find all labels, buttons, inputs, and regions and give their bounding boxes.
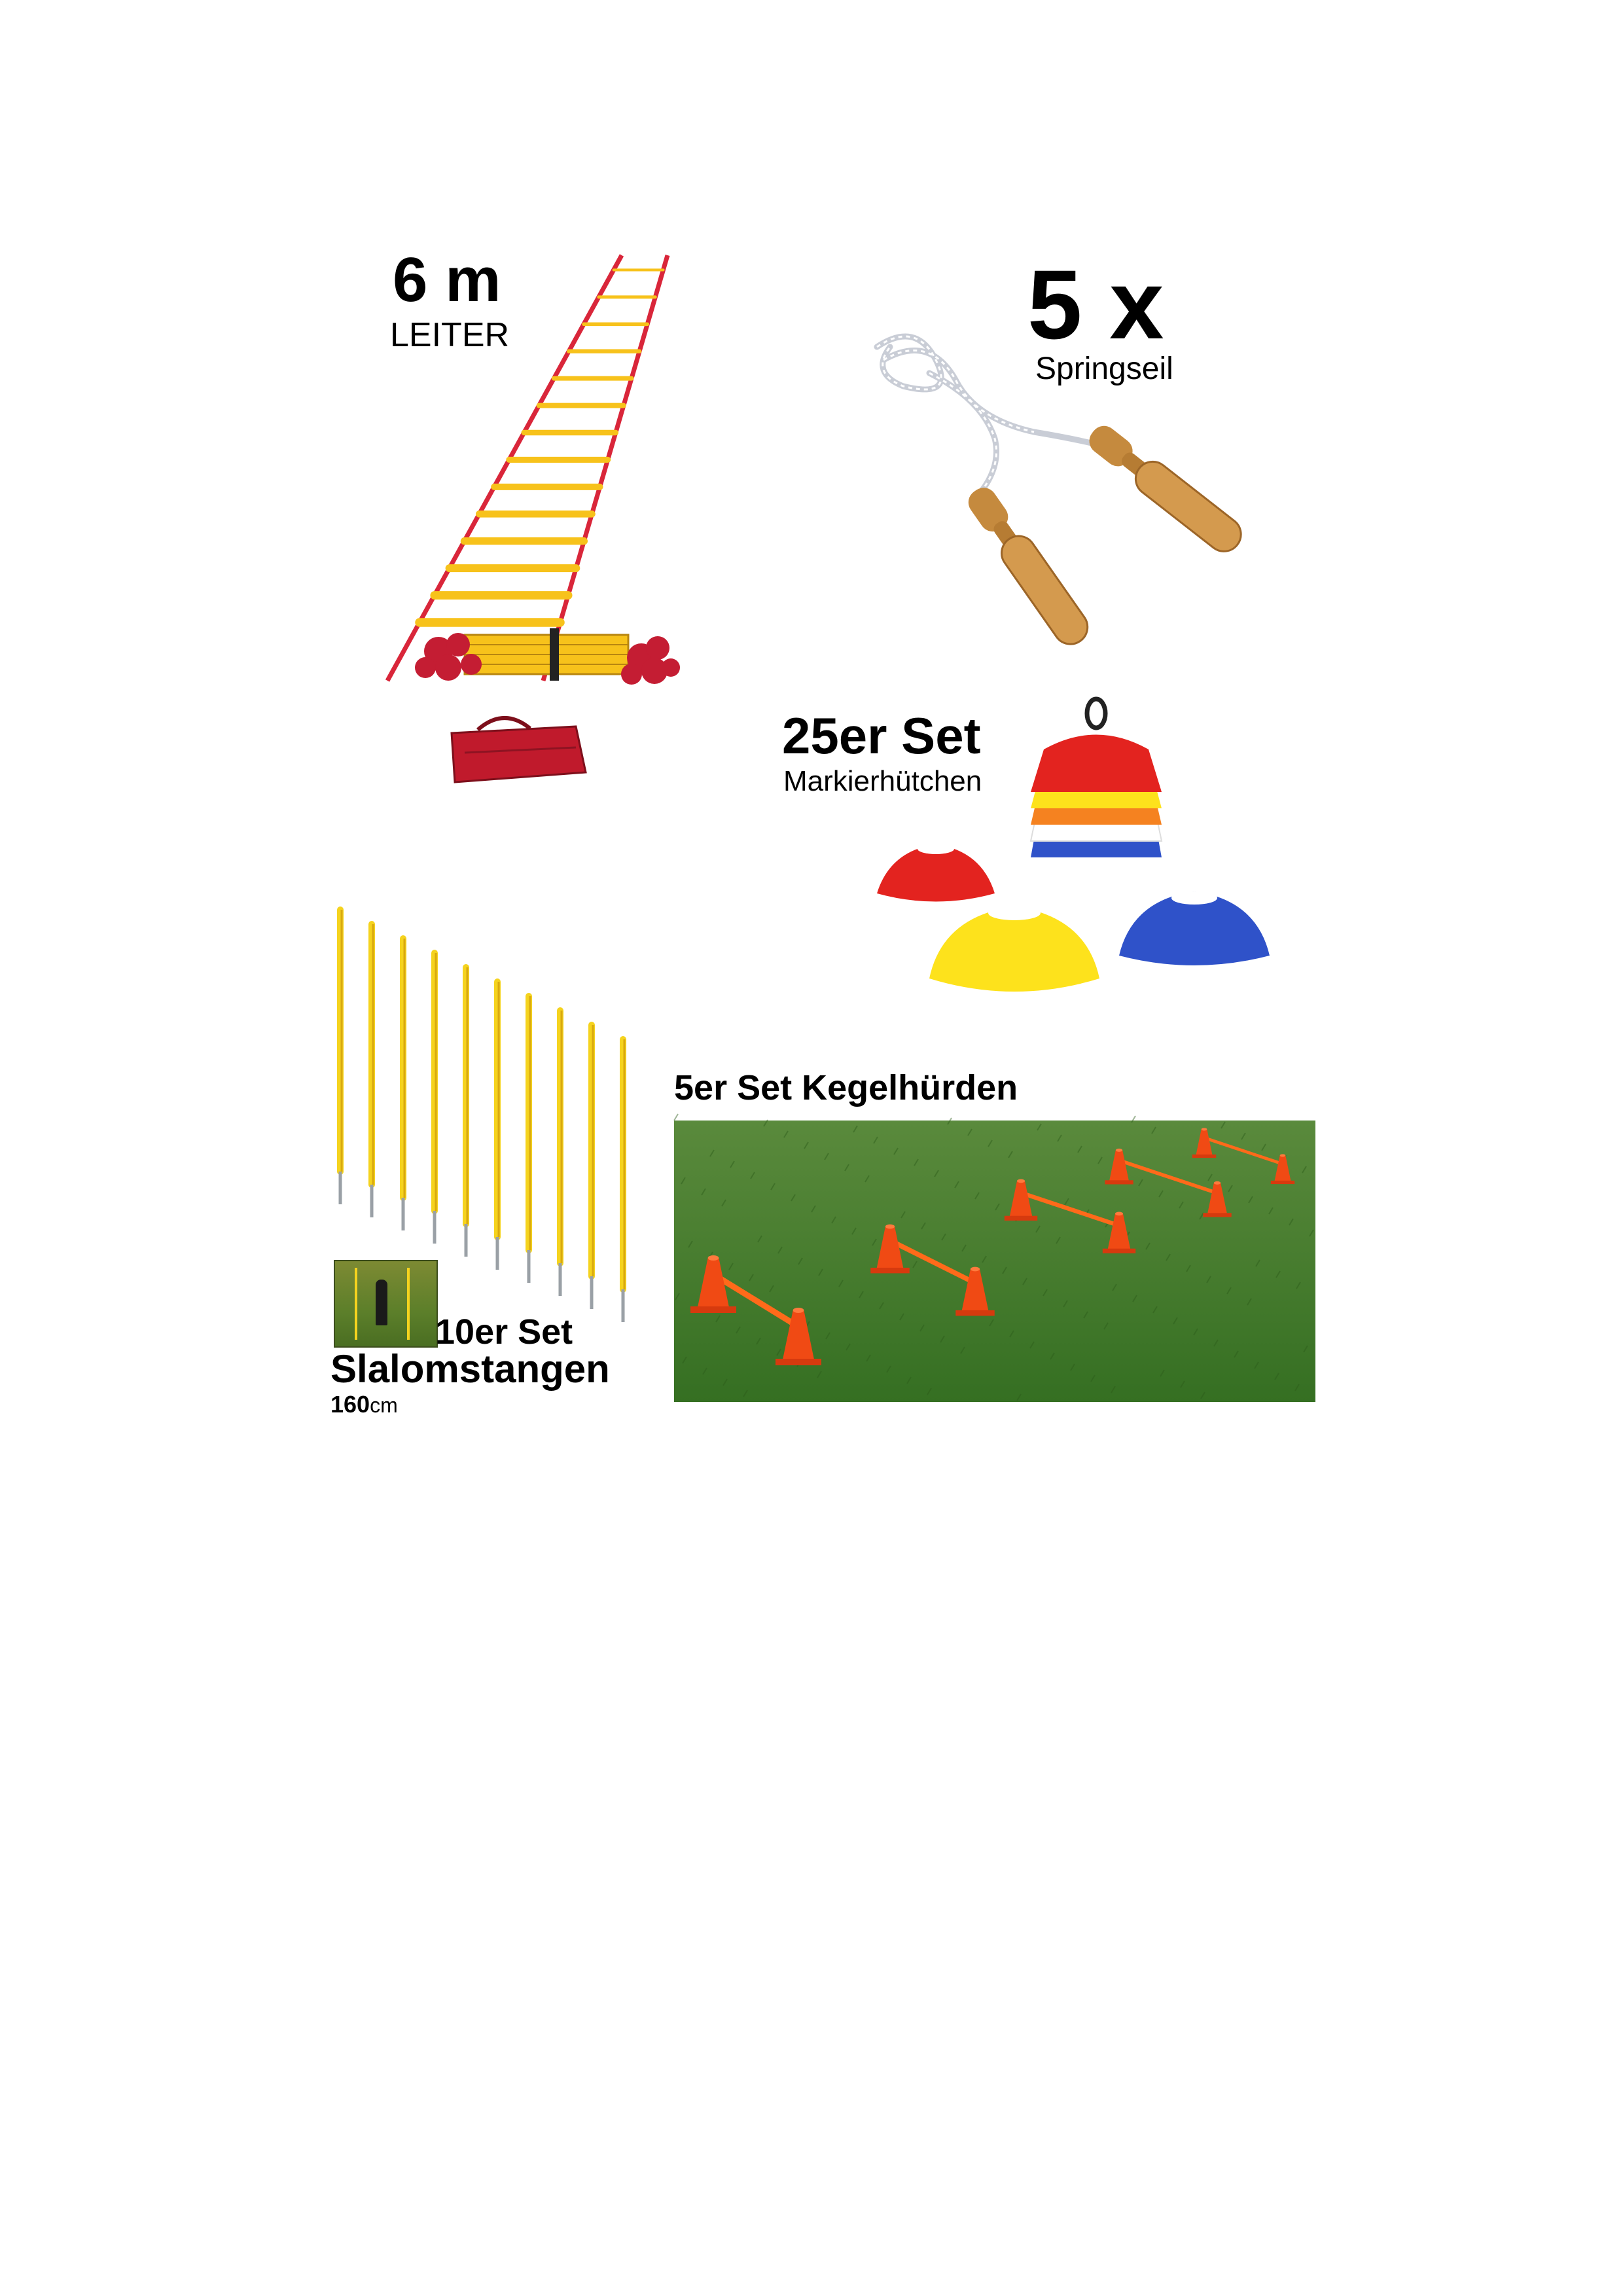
slalom-pole [463,964,469,1257]
cone-hurdles-photo [673,1113,1315,1402]
slalom-pole [368,921,375,1217]
cone-hurdle [690,1255,821,1365]
cones-name-label: Markierhütchen [783,765,982,797]
jump-rope-image [874,333,1242,645]
rope-count-label: 5 x [1027,249,1164,359]
hurdles-title-label: 5er Set Kegelhürden [674,1068,1018,1107]
cone-hurdle [1192,1128,1295,1185]
poles-name-label: Slalomstangen [330,1347,610,1391]
cone-hurdle [1004,1179,1136,1253]
slalom-poles-image [337,906,626,1322]
poles-size-unit: cm [370,1393,398,1417]
slalom-pole [400,935,406,1230]
ladder-section: 6 m LEITER [366,249,707,812]
cone-hurdle [1105,1148,1232,1217]
thumbnail-pole-2 [407,1268,410,1340]
poles-size-label: 160cm [330,1393,398,1416]
cones-count-label: 25er Set [782,707,981,764]
poles-size-value: 160 [330,1391,370,1418]
poles-count-label: 10er Set [435,1312,573,1352]
thumbnail-pole-1 [355,1268,357,1340]
marker-cones-image [877,696,1270,992]
slalom-pole [494,978,501,1270]
ladder-length-label: 6 m [393,245,501,315]
ladder-name-label: LEITER [390,316,510,354]
agility-ladder-image [385,254,680,783]
slalom-pole [337,906,344,1204]
slalom-pole [620,1036,626,1322]
slalom-pole [588,1022,595,1309]
slalom-pole [526,993,532,1283]
cone-hurdle [870,1224,995,1316]
slalom-pole [431,950,438,1244]
thumbnail-player [376,1280,387,1325]
slalom-photo-thumbnail [334,1260,438,1348]
slalom-pole [557,1007,563,1296]
rope-name-label: Springseil [1035,351,1173,386]
